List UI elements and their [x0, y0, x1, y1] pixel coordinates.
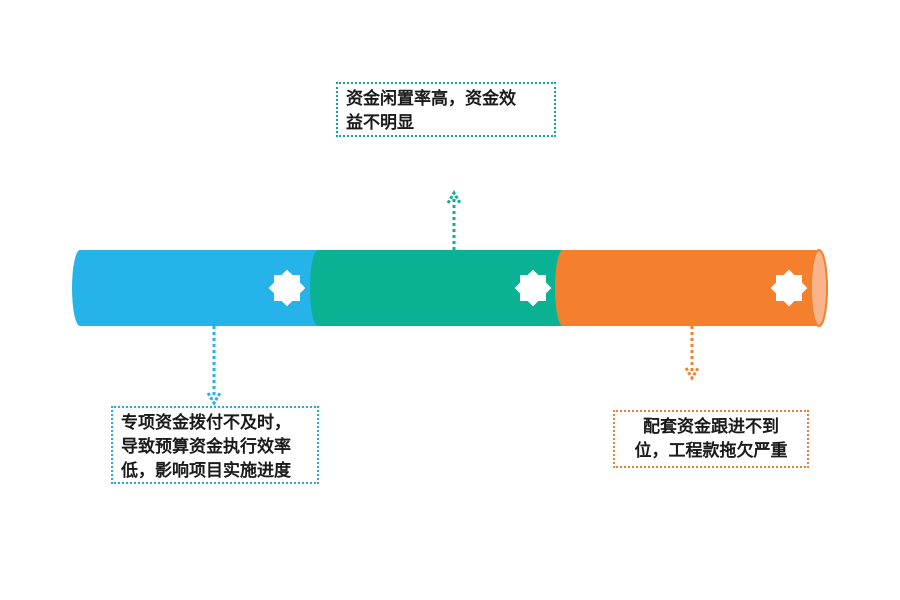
- callout-line: 资金闲置率高，资金效: [346, 89, 516, 109]
- callout-line: 专项资金拨付不及时，: [121, 413, 291, 433]
- pipe-segment-green: [310, 250, 602, 326]
- callout-line: 位，工程款拖欠严重: [634, 441, 788, 461]
- connector-right: [684, 326, 700, 381]
- callout-line: 导致预算资金执行效率: [121, 437, 291, 457]
- connector-left: [206, 326, 222, 406]
- pipe-segment-blue: [72, 250, 350, 326]
- callout-idle-funds: 资金闲置率高，资金效 益不明显: [336, 82, 556, 137]
- callout-line: 益不明显: [346, 113, 414, 133]
- callout-special-funds: 专项资金拨付不及时， 导致预算资金执行效率 低，影响项目实施进度: [111, 406, 319, 484]
- star-badge-icon: [268, 269, 306, 307]
- callout-line: 低，影响项目实施进度: [121, 461, 291, 481]
- callout-line: 配套资金跟进不到: [643, 417, 779, 437]
- callout-matching-funds: 配套资金跟进不到 位，工程款拖欠严重: [613, 410, 809, 468]
- star-badge-icon: [514, 269, 552, 307]
- connector-top: [446, 190, 462, 250]
- star-badge-icon: [770, 269, 808, 307]
- pipe-end-cap: [810, 249, 828, 327]
